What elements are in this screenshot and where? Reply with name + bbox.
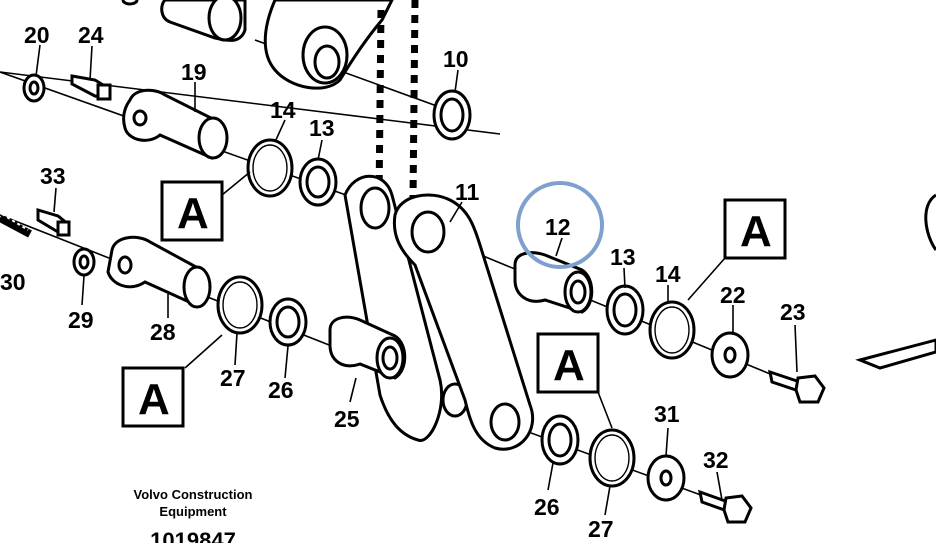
leader-lines (35, 44, 798, 516)
label-13-upper: 13 (309, 115, 335, 141)
grease-nipple-24 (70, 74, 112, 101)
oring-27-left (216, 275, 264, 335)
bolt-30 (0, 213, 32, 238)
label-28: 28 (150, 319, 176, 345)
detail-label-a-1: A (177, 189, 209, 238)
detail-box-a-1: A (160, 180, 224, 242)
seal-26-right (540, 414, 580, 466)
bushing-25 (328, 315, 407, 380)
label-20: 20 (24, 22, 50, 48)
detail-box-a-4: A (723, 198, 787, 260)
label-23: 23 (780, 299, 806, 325)
caption-line-1: Volvo Construction (134, 487, 253, 502)
label-33: 33 (40, 163, 66, 189)
grease-nipple-33 (36, 207, 71, 237)
detail-label-a-3: A (553, 341, 585, 390)
label-30: 30 (0, 269, 26, 295)
oring-14-right (648, 300, 696, 360)
detail-box-a-2: A (121, 366, 185, 428)
label-29: 29 (68, 307, 94, 333)
highlight-circle (516, 181, 604, 269)
seal-13-upper (298, 157, 338, 207)
label-13-right: 13 (610, 244, 636, 270)
dashed-lines (375, 0, 419, 201)
label-14-right: 14 (655, 261, 681, 287)
upper-link (121, 0, 394, 90)
pin-28 (106, 235, 212, 309)
label-27-left: 27 (220, 365, 246, 391)
label-22: 22 (720, 282, 746, 308)
label-10: 10 (443, 46, 469, 72)
bolt-23 (768, 369, 826, 404)
detail-label-a-4: A (740, 207, 772, 256)
document-number: 1019847 (150, 528, 236, 543)
label-24: 24 (78, 22, 104, 48)
label-27-right: 27 (588, 516, 614, 542)
seal-13-right (605, 284, 645, 336)
oring-14-upper (246, 138, 294, 198)
seal-26-left (268, 297, 308, 347)
label-26-right: 26 (534, 494, 560, 520)
washer-22 (710, 331, 750, 379)
label-14-upper: 14 (270, 97, 296, 123)
washer-31 (646, 454, 686, 502)
label-19: 19 (181, 59, 207, 85)
link-arm (343, 174, 535, 451)
oring-27-right (588, 428, 636, 488)
label-11: 11 (455, 179, 480, 205)
label-12: 12 (545, 214, 571, 240)
label-26-left: 26 (268, 377, 294, 403)
label-31: 31 (654, 401, 680, 427)
detail-label-a-2: A (138, 375, 170, 424)
right-edge-parts (855, 193, 936, 370)
part-labels: 10 11 12 13 13 14 14 19 20 22 23 24 25 2… (0, 22, 806, 542)
bolt-32 (698, 489, 753, 524)
label-25: 25 (334, 406, 360, 432)
caption: Volvo Construction Equipment 1019847 (134, 487, 253, 543)
washer-20 (22, 73, 46, 103)
label-32: 32 (703, 447, 729, 473)
caption-line-2: Equipment (159, 504, 227, 519)
seal-10 (432, 89, 472, 141)
pin-19 (122, 88, 229, 160)
detail-box-a-3: A (536, 332, 600, 394)
washer-29 (72, 247, 96, 277)
